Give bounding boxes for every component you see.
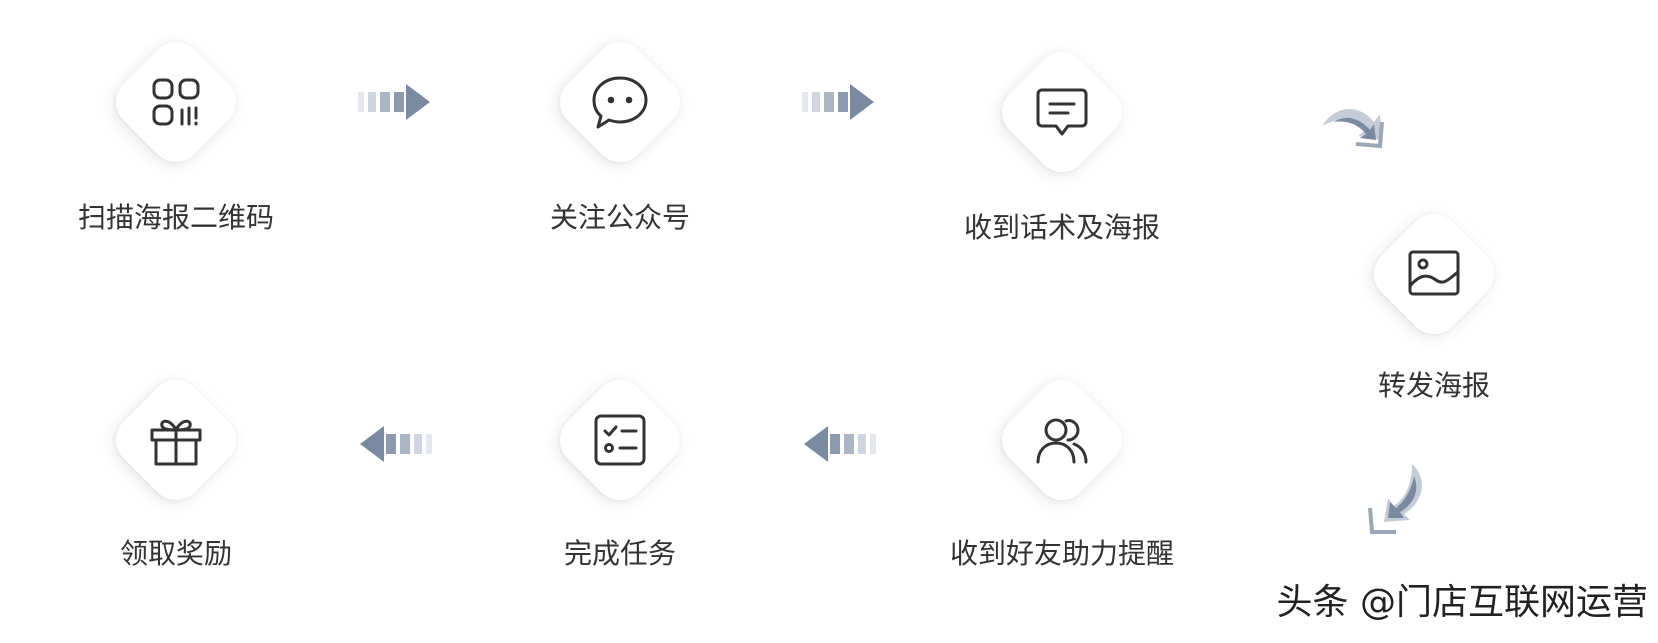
step-share-badge bbox=[1363, 203, 1505, 345]
gift-icon bbox=[146, 410, 206, 470]
step-complete-badge bbox=[549, 369, 691, 511]
step-complete-label: 完成任务 bbox=[563, 537, 676, 570]
step-share-label: 转发海报 bbox=[1377, 369, 1490, 402]
qr-code-icon bbox=[146, 72, 206, 132]
step-reward-label: 领取奖励 bbox=[119, 537, 232, 570]
curved-arrow-down-left bbox=[1362, 462, 1442, 542]
arrow-left-2 bbox=[358, 424, 434, 464]
step-scan-label: 扫描海报二维码 bbox=[77, 201, 274, 234]
curved-arrow-down-right bbox=[1316, 90, 1396, 170]
watermark: 头条 @门店互联网运营 bbox=[1276, 582, 1648, 623]
arrow-right-2 bbox=[800, 82, 876, 122]
step-receive-badge bbox=[991, 41, 1133, 183]
image-icon bbox=[1404, 244, 1464, 304]
checklist-icon bbox=[590, 410, 650, 470]
step-follow-label: 关注公众号 bbox=[549, 201, 690, 234]
users-icon bbox=[1032, 410, 1092, 470]
message-icon bbox=[1032, 82, 1092, 142]
step-reminder-badge bbox=[991, 369, 1133, 511]
chat-bubble-icon bbox=[590, 72, 650, 132]
arrow-right-1 bbox=[356, 82, 432, 122]
step-scan-badge bbox=[105, 31, 247, 173]
step-reward-badge bbox=[105, 369, 247, 511]
step-receive-label: 收到话术及海报 bbox=[963, 211, 1160, 244]
arrow-left-1 bbox=[802, 424, 878, 464]
step-follow-badge bbox=[549, 31, 691, 173]
step-reminder-label: 收到好友助力提醒 bbox=[949, 537, 1174, 570]
